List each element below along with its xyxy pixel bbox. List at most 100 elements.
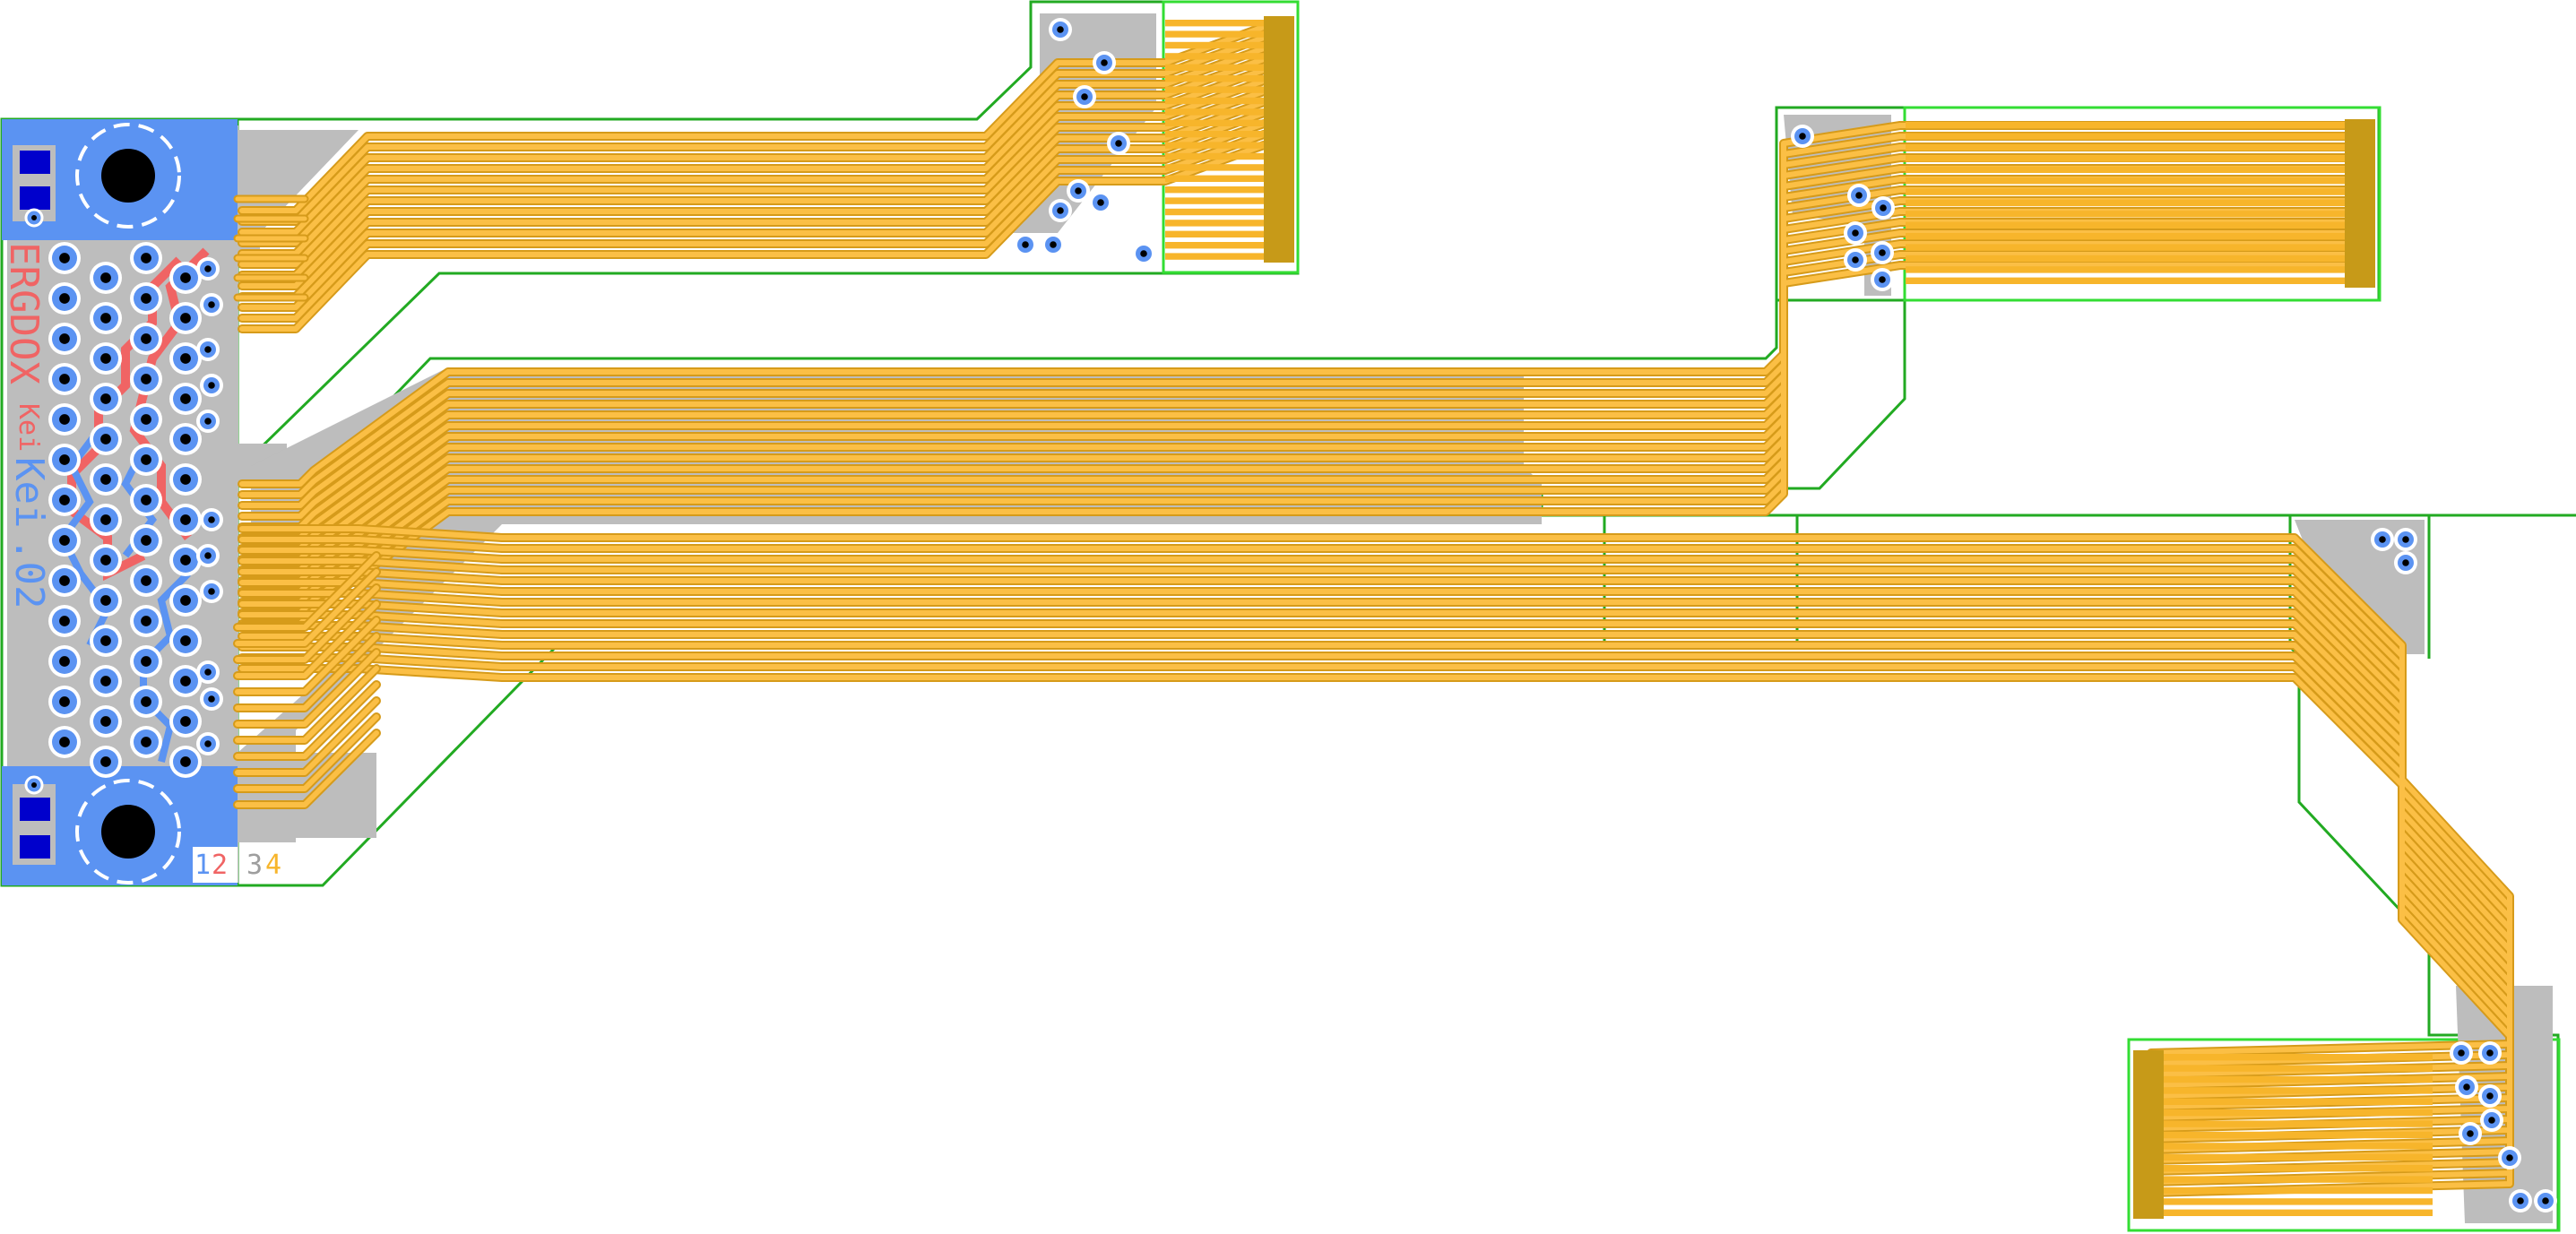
via-icon xyxy=(200,508,223,531)
via-icon xyxy=(169,302,202,334)
via-icon xyxy=(1073,85,1096,108)
via-icon xyxy=(1067,179,1090,203)
via-icon xyxy=(169,423,202,455)
via-icon xyxy=(90,463,122,496)
via-icon xyxy=(169,504,202,536)
via-icon xyxy=(130,363,162,395)
via-icon xyxy=(1049,199,1072,222)
via-icon xyxy=(1132,242,1155,265)
title-red-suffix: Kei xyxy=(13,403,44,452)
mount-hole-icon xyxy=(75,123,181,229)
via-icon xyxy=(130,605,162,637)
layer-label-3: 3 xyxy=(246,850,263,881)
via-icon xyxy=(2394,551,2417,574)
connector-vias xyxy=(1014,18,2557,1212)
layer-label-4: 4 xyxy=(265,850,281,881)
version-label: .02 xyxy=(6,538,52,608)
via-icon xyxy=(48,282,81,315)
via-icon xyxy=(200,687,223,711)
via-icon xyxy=(169,544,202,576)
via-icon xyxy=(2509,1189,2532,1212)
via-icon xyxy=(1049,18,1072,41)
layer-label-1: 1 xyxy=(194,850,211,881)
via-icon xyxy=(90,584,122,617)
via-icon xyxy=(200,293,223,316)
via-icon xyxy=(200,374,223,397)
via-icon xyxy=(130,645,162,677)
via-icon xyxy=(90,544,122,576)
via-icon xyxy=(130,686,162,718)
via-icon xyxy=(48,444,81,476)
via-icon xyxy=(48,726,81,758)
via-icon xyxy=(1089,191,1112,214)
via-icon xyxy=(1871,268,1894,291)
board-title: ERGDOX xyxy=(1,242,47,384)
via-icon xyxy=(1093,51,1116,74)
via-icon xyxy=(1014,233,1037,256)
via-icon xyxy=(48,565,81,597)
via-icon xyxy=(130,444,162,476)
via-icon xyxy=(90,302,122,334)
via-icon xyxy=(48,323,81,355)
via-icon xyxy=(1844,221,1867,245)
via-icon xyxy=(169,383,202,415)
via-icon xyxy=(90,746,122,778)
via-icon xyxy=(2371,528,2394,551)
via-icon xyxy=(1107,132,1130,155)
via-icon xyxy=(130,323,162,355)
connector-outline xyxy=(1162,0,2561,1232)
via-icon xyxy=(196,338,220,361)
via-icon xyxy=(1844,248,1867,272)
via-icon xyxy=(196,410,220,433)
via-icon xyxy=(1871,196,1895,220)
via-icon xyxy=(2478,1084,2502,1108)
via-icon xyxy=(169,705,202,738)
via-icon xyxy=(130,565,162,597)
title-red: ERGDOX xyxy=(1,242,47,384)
via-icon xyxy=(2498,1146,2521,1169)
via-icon xyxy=(130,726,162,758)
via-icon xyxy=(2459,1122,2482,1145)
via-icon xyxy=(169,463,202,496)
board-title-blue: Kei .02 xyxy=(6,457,52,608)
via-icon xyxy=(196,544,220,567)
smd-pad-icon xyxy=(13,145,56,228)
via-icon xyxy=(2394,528,2417,551)
via-icon xyxy=(2480,1109,2503,1132)
via-icon xyxy=(48,605,81,637)
via-icon xyxy=(1042,233,1065,256)
left-keyboard-block: ERGDOX Kei .02 Kei 1 2 3 4 xyxy=(1,119,281,885)
via-grid xyxy=(48,242,223,778)
via-icon xyxy=(196,732,220,755)
via-icon xyxy=(169,746,202,778)
fpc-connector-icon xyxy=(1906,119,2375,288)
via-icon xyxy=(48,645,81,677)
via-icon xyxy=(2534,1189,2557,1212)
smd-pad-icon xyxy=(13,775,56,865)
via-icon xyxy=(48,686,81,718)
via-icon xyxy=(1847,184,1871,207)
via-icon xyxy=(90,423,122,455)
title-blue: Kei xyxy=(6,457,52,528)
via-icon xyxy=(48,484,81,516)
via-icon xyxy=(90,625,122,657)
via-icon xyxy=(1791,125,1814,148)
fpc-connector-icon xyxy=(2133,1050,2433,1219)
via-icon xyxy=(196,660,220,684)
via-icon xyxy=(90,705,122,738)
mount-hole-icon xyxy=(75,779,181,885)
via-icon xyxy=(48,403,81,436)
via-icon xyxy=(130,282,162,315)
via-icon xyxy=(130,524,162,557)
via-icon xyxy=(2450,1041,2473,1065)
via-icon xyxy=(169,625,202,657)
via-icon xyxy=(2478,1041,2502,1065)
via-icon xyxy=(90,383,122,415)
flex-traces xyxy=(233,22,2514,1197)
via-icon xyxy=(90,504,122,536)
via-icon xyxy=(200,580,223,603)
via-icon xyxy=(1871,241,1894,264)
via-icon xyxy=(48,524,81,557)
via-icon xyxy=(130,484,162,516)
